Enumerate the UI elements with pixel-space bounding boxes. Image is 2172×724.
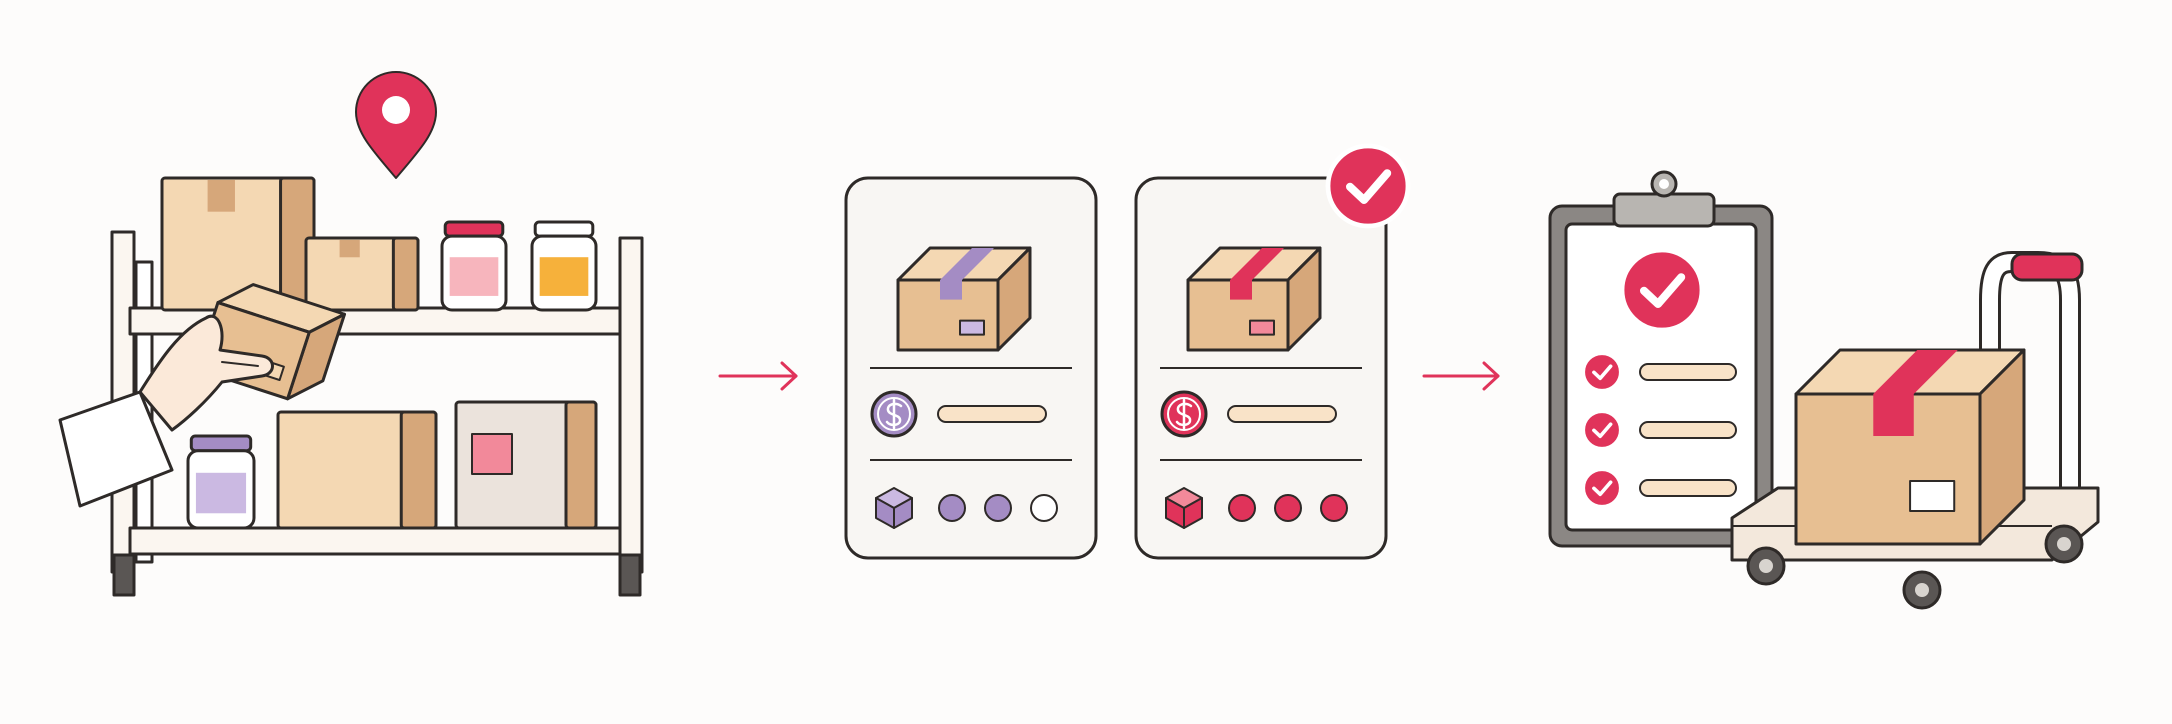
check-icon xyxy=(1619,247,1705,333)
rating-dot-filled xyxy=(984,494,1012,522)
box-side xyxy=(564,400,598,530)
dollar-icon xyxy=(870,390,918,438)
check-mark xyxy=(1592,364,1613,381)
dollar-icon xyxy=(1160,390,1208,438)
check-icon xyxy=(1582,352,1622,392)
rating-dot-filled xyxy=(938,494,966,522)
clipboard-clip xyxy=(1612,192,1716,228)
arrow-right-icon xyxy=(780,361,798,391)
check-icon xyxy=(1325,143,1411,229)
box-label xyxy=(1249,319,1275,336)
shelf-board-bottom xyxy=(128,526,622,556)
jar-icon xyxy=(530,220,598,312)
hand-icon xyxy=(58,314,274,508)
box-label xyxy=(471,433,513,475)
box-icon xyxy=(276,410,438,530)
box-label xyxy=(1909,480,1956,512)
check-mark xyxy=(1592,480,1613,497)
jar-lid xyxy=(533,220,595,238)
box-tape-front xyxy=(940,280,962,300)
rating-dot-filled xyxy=(1320,494,1348,522)
shelf-foot-left xyxy=(112,553,136,597)
step-compare-products xyxy=(844,143,1411,560)
step-pick-from-shelf xyxy=(58,71,644,597)
box-tape-top xyxy=(1873,350,1958,394)
box-tape xyxy=(207,180,235,212)
check-badge-circle xyxy=(1582,410,1622,450)
box-label xyxy=(959,319,985,336)
check-mark xyxy=(1640,273,1686,308)
jar-label xyxy=(449,257,499,296)
check-mark xyxy=(1592,422,1613,439)
check-badge-circle xyxy=(1325,143,1411,229)
product-card-selected xyxy=(1134,143,1411,560)
hand xyxy=(138,314,274,432)
box-tape-front xyxy=(1230,280,1252,300)
check-icon xyxy=(1582,410,1622,450)
truck-wheel-hub xyxy=(1915,583,1929,597)
box-icon xyxy=(896,246,1032,352)
price-bar xyxy=(937,405,1047,423)
rating-dot-filled xyxy=(1274,494,1302,522)
shelf-post-right xyxy=(618,236,644,574)
checklist-line xyxy=(1639,479,1737,497)
box-icon xyxy=(1794,348,2026,546)
shelf-foot-right xyxy=(618,553,642,597)
box-tape xyxy=(339,240,360,258)
rating-dot-filled xyxy=(1228,494,1256,522)
box-icon xyxy=(454,400,598,530)
box-icon xyxy=(1186,246,1322,352)
flow-arrow-2 xyxy=(1422,361,1500,391)
cube-icon xyxy=(875,487,913,529)
jar-icon xyxy=(186,434,256,530)
check-badge-circle xyxy=(1582,352,1622,392)
box-tape-top xyxy=(1230,248,1284,280)
cube-right xyxy=(893,497,913,529)
arrow-right-icon xyxy=(1482,361,1500,391)
jar-icon xyxy=(440,220,508,312)
cube-right xyxy=(1183,497,1203,529)
step-checklist-and-ship xyxy=(1548,170,2100,610)
check-badge-circle xyxy=(1619,247,1705,333)
box-side xyxy=(399,410,438,530)
box-tape-top xyxy=(940,248,994,280)
dollar-sign xyxy=(1175,398,1193,430)
box-side xyxy=(391,236,420,312)
truck-wheel-hub xyxy=(2057,537,2071,551)
price-bar xyxy=(1227,405,1337,423)
flow-arrow-1 xyxy=(718,361,798,391)
rating-dot-empty xyxy=(1030,494,1058,522)
checklist-line xyxy=(1639,421,1737,439)
box-tape-front xyxy=(1873,394,1914,436)
sleeve xyxy=(58,390,174,508)
check-badge-circle xyxy=(1582,468,1622,508)
dollar-ring xyxy=(877,397,911,431)
location-pin-icon xyxy=(355,71,437,179)
dollar-ring xyxy=(1167,397,1201,431)
pin-hole xyxy=(382,96,410,124)
finger-line xyxy=(221,361,259,367)
jar-lid xyxy=(443,220,505,238)
box-icon xyxy=(160,176,316,312)
clipboard-icon xyxy=(1548,170,1774,548)
pin-body xyxy=(355,71,437,179)
product-card xyxy=(844,176,1098,560)
checklist-line xyxy=(1639,363,1737,381)
clipboard-clip-hole xyxy=(1659,179,1669,189)
truck-wheel-hub xyxy=(1759,559,1773,573)
check-mark xyxy=(1346,169,1392,204)
jar-label xyxy=(195,472,247,514)
jar-label xyxy=(539,257,589,296)
dollar-sign xyxy=(885,398,903,430)
check-icon xyxy=(1582,468,1622,508)
box-icon xyxy=(304,236,420,312)
jar-lid xyxy=(189,434,253,453)
cube-icon xyxy=(1165,487,1203,529)
truck-grip xyxy=(2010,252,2084,282)
